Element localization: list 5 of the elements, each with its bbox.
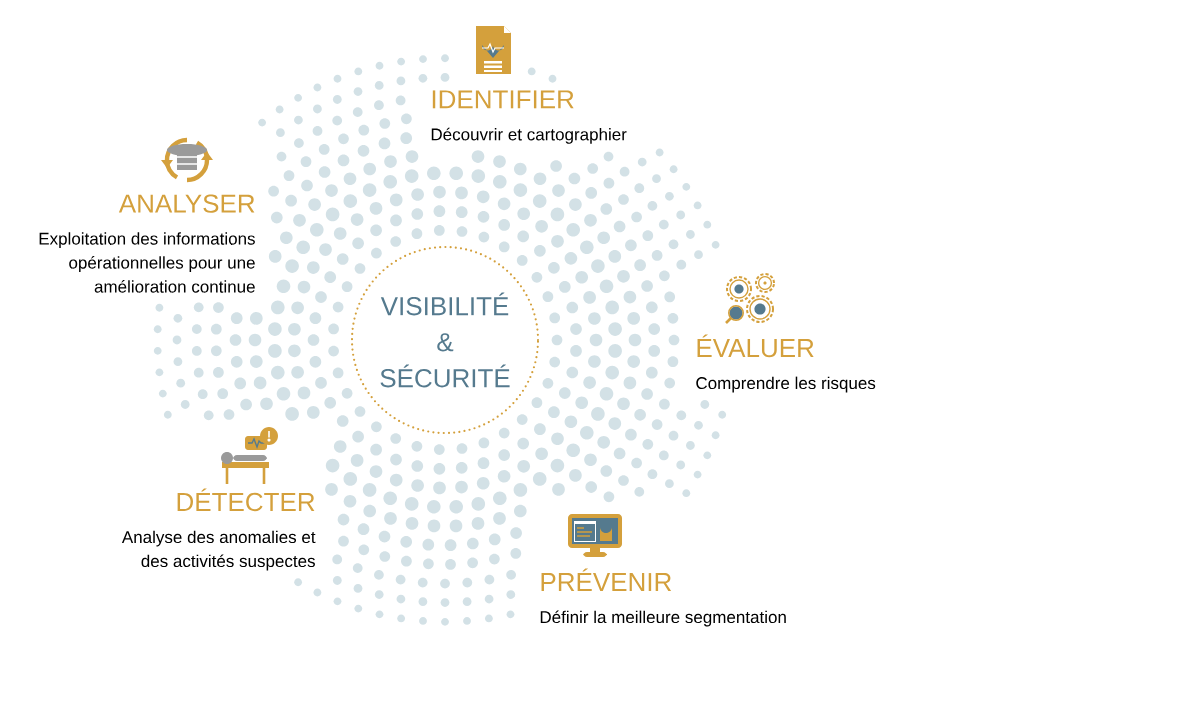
step-label: DÉTECTER Analyse des anomalies et des activités suspectes [121,488,316,571]
step-label: ÉVALUER Comprendre les risques [696,334,876,393]
step-label: PRÉVENIR Définir la meilleure segmentation [540,568,786,627]
step-label: IDENTIFIER Découvrir et cartographier [431,90,627,144]
step-label: ANALYSER Exploitation des informations opérationnelles pour une amélioration continue [39,194,255,293]
